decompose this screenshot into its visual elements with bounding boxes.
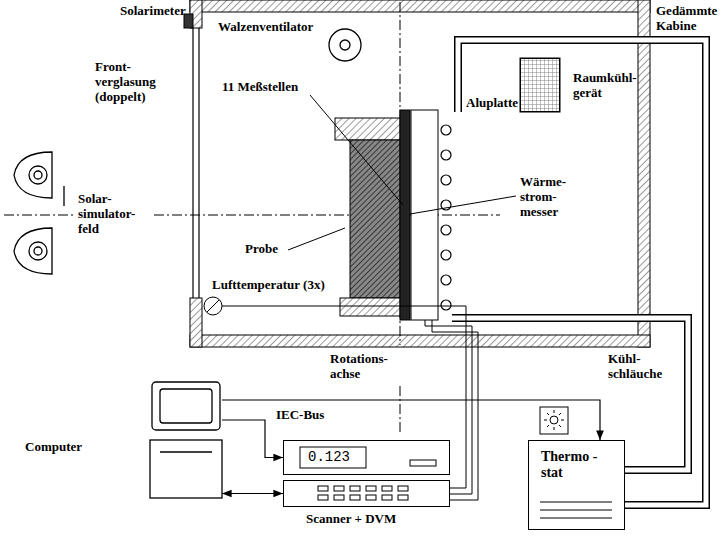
part-label: Wärme- strom- messer xyxy=(520,175,582,220)
bus-connector xyxy=(222,400,600,440)
cooling-hose xyxy=(452,40,706,505)
part-label: Kühl- schläuche xyxy=(608,352,680,382)
dvm-display: 0.123 xyxy=(283,440,450,475)
sample xyxy=(335,110,438,320)
axis-line xyxy=(4,2,500,432)
node-text: Raumkühl- gerät xyxy=(573,71,639,101)
thermostat-box: Thermo -stat xyxy=(528,440,625,530)
part-label: Probe xyxy=(245,242,278,257)
solar-lamp xyxy=(14,152,64,274)
bus-connector xyxy=(222,493,283,494)
part-label: Aluplatte xyxy=(466,96,518,111)
part-label: Front- verglasung (doppelt) xyxy=(95,60,173,105)
roller-fan xyxy=(329,29,361,61)
part-label: IEC-Bus xyxy=(276,408,324,423)
front-glazing xyxy=(193,28,199,298)
part-label: Gedämmte Kabine xyxy=(656,4,718,34)
room-cooler xyxy=(520,58,560,112)
part-label: Rotations- achse xyxy=(330,352,396,382)
bus-connector xyxy=(222,420,283,458)
computer-node: Computer xyxy=(150,380,222,500)
node-text: Computer xyxy=(25,440,82,455)
node-text: Thermo -stat xyxy=(541,449,603,481)
node-text: 0.123 xyxy=(308,449,350,465)
part-label: Lufttemperatur (3x) xyxy=(212,278,325,293)
leader-line xyxy=(288,95,516,250)
part-label: Solar- simulator- feld xyxy=(78,192,150,237)
room-cooler-box: Raumkühl- gerät xyxy=(520,58,560,112)
part-label: 11 Meßstellen xyxy=(222,80,298,95)
sensor-wire xyxy=(204,297,478,500)
scanner-box: Scanner + DVM xyxy=(283,480,450,507)
cabin-wall xyxy=(190,0,650,347)
node-text: Scanner + DVM xyxy=(306,512,396,527)
dvm-device xyxy=(300,447,436,500)
thermostat-icon xyxy=(540,407,612,518)
computer-icon xyxy=(150,382,222,498)
part-label: Walzenventilator xyxy=(218,20,313,35)
cooling-pipe xyxy=(441,125,451,310)
part-label: Solarimeter xyxy=(120,4,186,19)
